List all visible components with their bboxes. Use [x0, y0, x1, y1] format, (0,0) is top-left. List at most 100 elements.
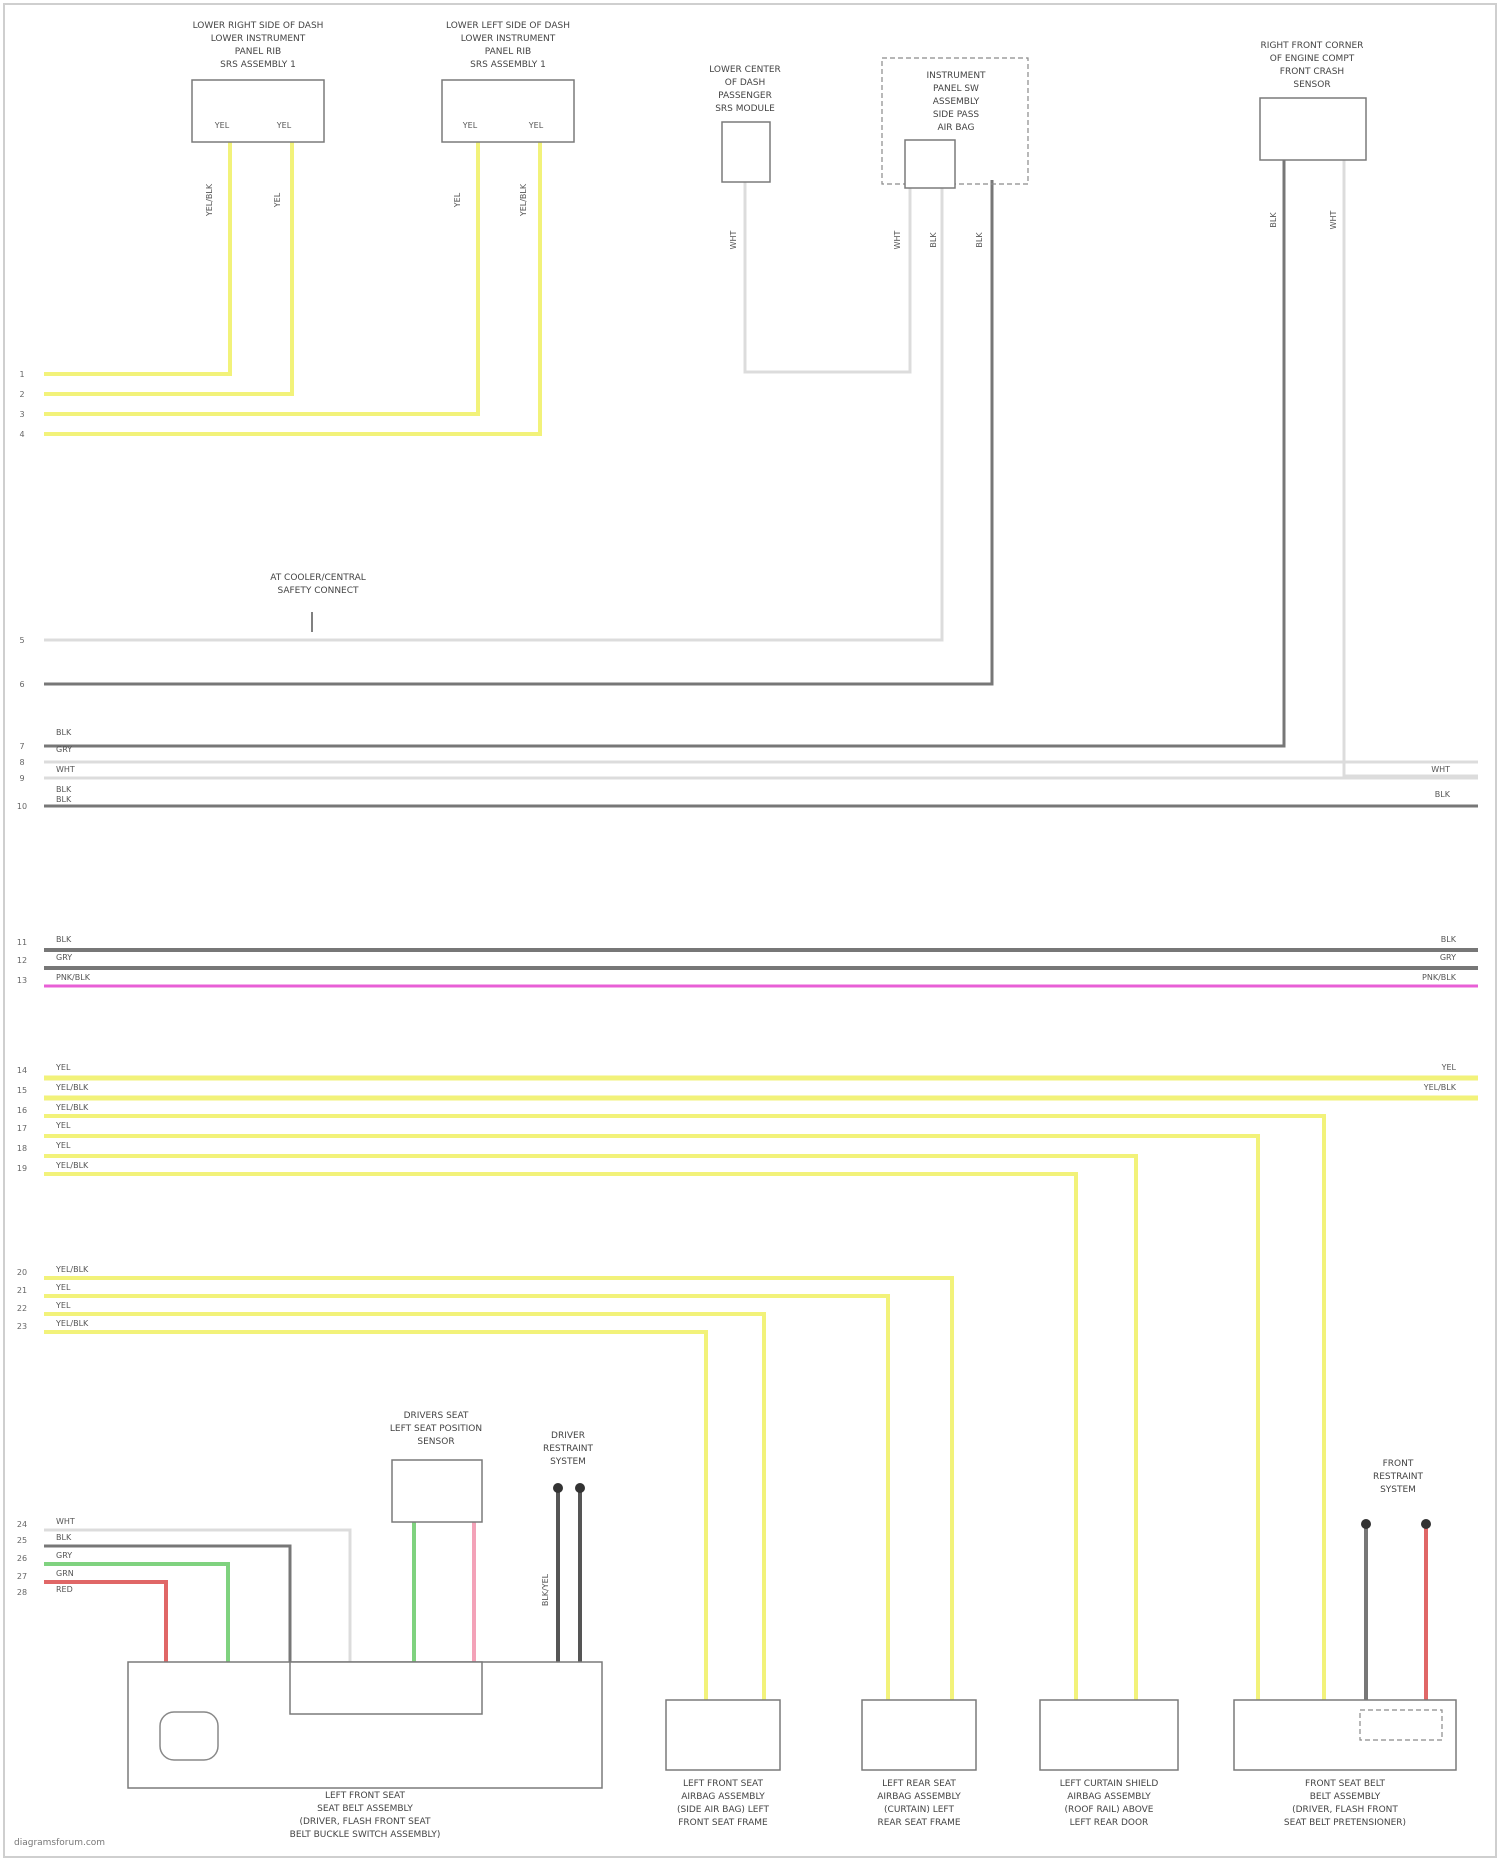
component-label-center-b: AIR BAG	[937, 123, 974, 133]
pin-number: 5	[19, 636, 24, 645]
wire-label: YEL	[453, 192, 462, 208]
component-label-top-right: OF ENGINE COMPT	[1270, 54, 1355, 64]
wire-grn-btm	[44, 1564, 228, 1662]
connector-airbag-c1	[666, 1700, 780, 1770]
pin-number: 11	[17, 938, 27, 947]
component-label-connector-airbag-c1: LEFT FRONT SEAT	[683, 1779, 764, 1789]
pin-number: 7	[19, 742, 24, 751]
component-label-seat-sensor: SENSOR	[417, 1437, 454, 1447]
connector-top-left-a	[192, 80, 324, 142]
component-label-connector-airbag-c2: AIRBAG ASSEMBLY	[877, 1792, 961, 1802]
component-label-center-b: PANEL SW	[933, 84, 979, 94]
wire-label: YEL	[55, 1141, 71, 1150]
component-label-left-front-seat: (DRIVER, FLASH FRONT SEAT	[299, 1817, 431, 1827]
component-label-connector-airbag-c3: AIRBAG ASSEMBLY	[1067, 1792, 1151, 1802]
splice-dot	[1421, 1519, 1431, 1529]
pin-number: 18	[17, 1144, 27, 1153]
module-inner-box	[290, 1662, 482, 1714]
pin-number: 23	[17, 1322, 27, 1331]
wire-label: YEL	[55, 1063, 71, 1072]
wire-label: WHT	[893, 230, 902, 249]
component-label-top-left-a: LOWER RIGHT SIDE OF DASH	[193, 21, 324, 31]
connector-airbag-c4	[1234, 1700, 1456, 1770]
ground-note: AT COOLER/CENTRAL	[270, 573, 366, 583]
component-label-top-left-a: LOWER INSTRUMENT	[211, 34, 306, 44]
pin-number: 28	[17, 1588, 27, 1597]
pin-label: YEL	[276, 121, 292, 130]
wire-label: YEL/BLK	[519, 183, 528, 217]
wire-label: YEL	[1441, 1063, 1457, 1072]
wire-label: YEL/BLK	[205, 183, 214, 217]
connector-center-a	[722, 122, 770, 182]
connector-center-b	[905, 140, 955, 188]
wire-label: YEL	[55, 1121, 71, 1130]
component-label-connector-airbag-c2: (CURTAIN) LEFT	[884, 1805, 954, 1815]
pin-number: 1	[19, 370, 24, 379]
component-label-connector-airbag-c3: (ROOF RAIL) ABOVE	[1065, 1805, 1154, 1815]
pin-number: 24	[17, 1520, 27, 1529]
wire-label: YEL/BLK	[55, 1103, 89, 1112]
wire-label: GRY	[56, 953, 72, 962]
component-label-center-a: LOWER CENTER	[709, 65, 781, 75]
component-label-center-a: PASSENGER	[718, 91, 772, 101]
component-label-top-right: RIGHT FRONT CORNER	[1261, 41, 1364, 51]
component-label-top-left-b: PANEL RIB	[485, 47, 531, 57]
wire-label: BLK	[56, 728, 72, 737]
pin-number: 9	[19, 774, 24, 783]
pin-label: YEL	[462, 121, 478, 130]
wire-yel-drop-c2b	[44, 1278, 952, 1700]
component-label-seat-sensor: DRIVERS SEAT	[404, 1411, 469, 1421]
component-label-center-a: SRS MODULE	[715, 104, 775, 114]
component-label-top-right: FRONT CRASH	[1280, 67, 1344, 77]
component-label-top-left-a: PANEL RIB	[235, 47, 281, 57]
pin-number: 17	[17, 1124, 27, 1133]
wire-yel-drop-c1a	[44, 1332, 706, 1700]
wire-label: PNK/BLK	[56, 973, 91, 982]
wire-label: YEL	[55, 1283, 71, 1292]
pin-number: 2	[19, 390, 24, 399]
pin-number: 8	[19, 758, 24, 767]
wire-wht-ground	[44, 180, 942, 640]
wire-label: BLK	[56, 935, 72, 944]
splice-dot	[553, 1483, 563, 1493]
wire-label: GRY	[56, 745, 72, 754]
wire-label: BLK	[56, 785, 72, 794]
component-label-system-a: RESTRAINT	[543, 1444, 594, 1454]
wire-label: YEL/BLK	[55, 1083, 89, 1092]
splice-dot	[1361, 1519, 1371, 1529]
wire-label: BLK	[1441, 935, 1457, 944]
wire-label: WHT	[56, 1517, 75, 1526]
wire-label: YEL	[55, 1301, 71, 1310]
pin-label: YEL	[528, 121, 544, 130]
wire-yel-blk-1	[44, 142, 230, 374]
component-label-top-right: SENSOR	[1293, 80, 1330, 90]
pin-number: 22	[17, 1304, 27, 1313]
component-label-top-left-b: SRS ASSEMBLY 1	[470, 60, 546, 70]
pin-number: 21	[17, 1286, 27, 1295]
component-label-system-b: SYSTEM	[1380, 1485, 1416, 1495]
pin-number: 19	[17, 1164, 27, 1173]
pin-number: 10	[17, 802, 27, 811]
component-label-left-front-seat: LEFT FRONT SEAT	[325, 1791, 406, 1801]
component-label-center-a: OF DASH	[725, 78, 766, 88]
wire-label: YEL	[273, 192, 282, 208]
pin-number: 3	[19, 410, 24, 419]
component-label-center-b: INSTRUMENT	[926, 71, 986, 81]
component-label-connector-airbag-c3: LEFT CURTAIN SHIELD	[1060, 1779, 1159, 1789]
component-label-connector-airbag-c2: REAR SEAT FRAME	[877, 1818, 960, 1828]
component-label-system-a: DRIVER	[551, 1431, 585, 1441]
component-label-left-front-seat: BELT BUCKLE SWITCH ASSEMBLY)	[290, 1830, 441, 1840]
connector-airbag-c3	[1040, 1700, 1178, 1770]
wire-yel-1	[44, 142, 292, 394]
pin-number: 27	[17, 1572, 27, 1581]
wire-label: BLK	[975, 232, 984, 248]
pin-number: 15	[17, 1086, 27, 1095]
component-label-left-front-seat: SEAT BELT ASSEMBLY	[317, 1804, 413, 1814]
pin-number: 14	[17, 1066, 27, 1075]
component-label-seat-sensor: LEFT SEAT POSITION	[390, 1424, 482, 1434]
component-label-center-b: ASSEMBLY	[933, 97, 980, 107]
component-label-top-left-b: LOWER INSTRUMENT	[461, 34, 556, 44]
connector-airbag-c2	[862, 1700, 976, 1770]
wire-label: WHT	[1431, 765, 1450, 774]
